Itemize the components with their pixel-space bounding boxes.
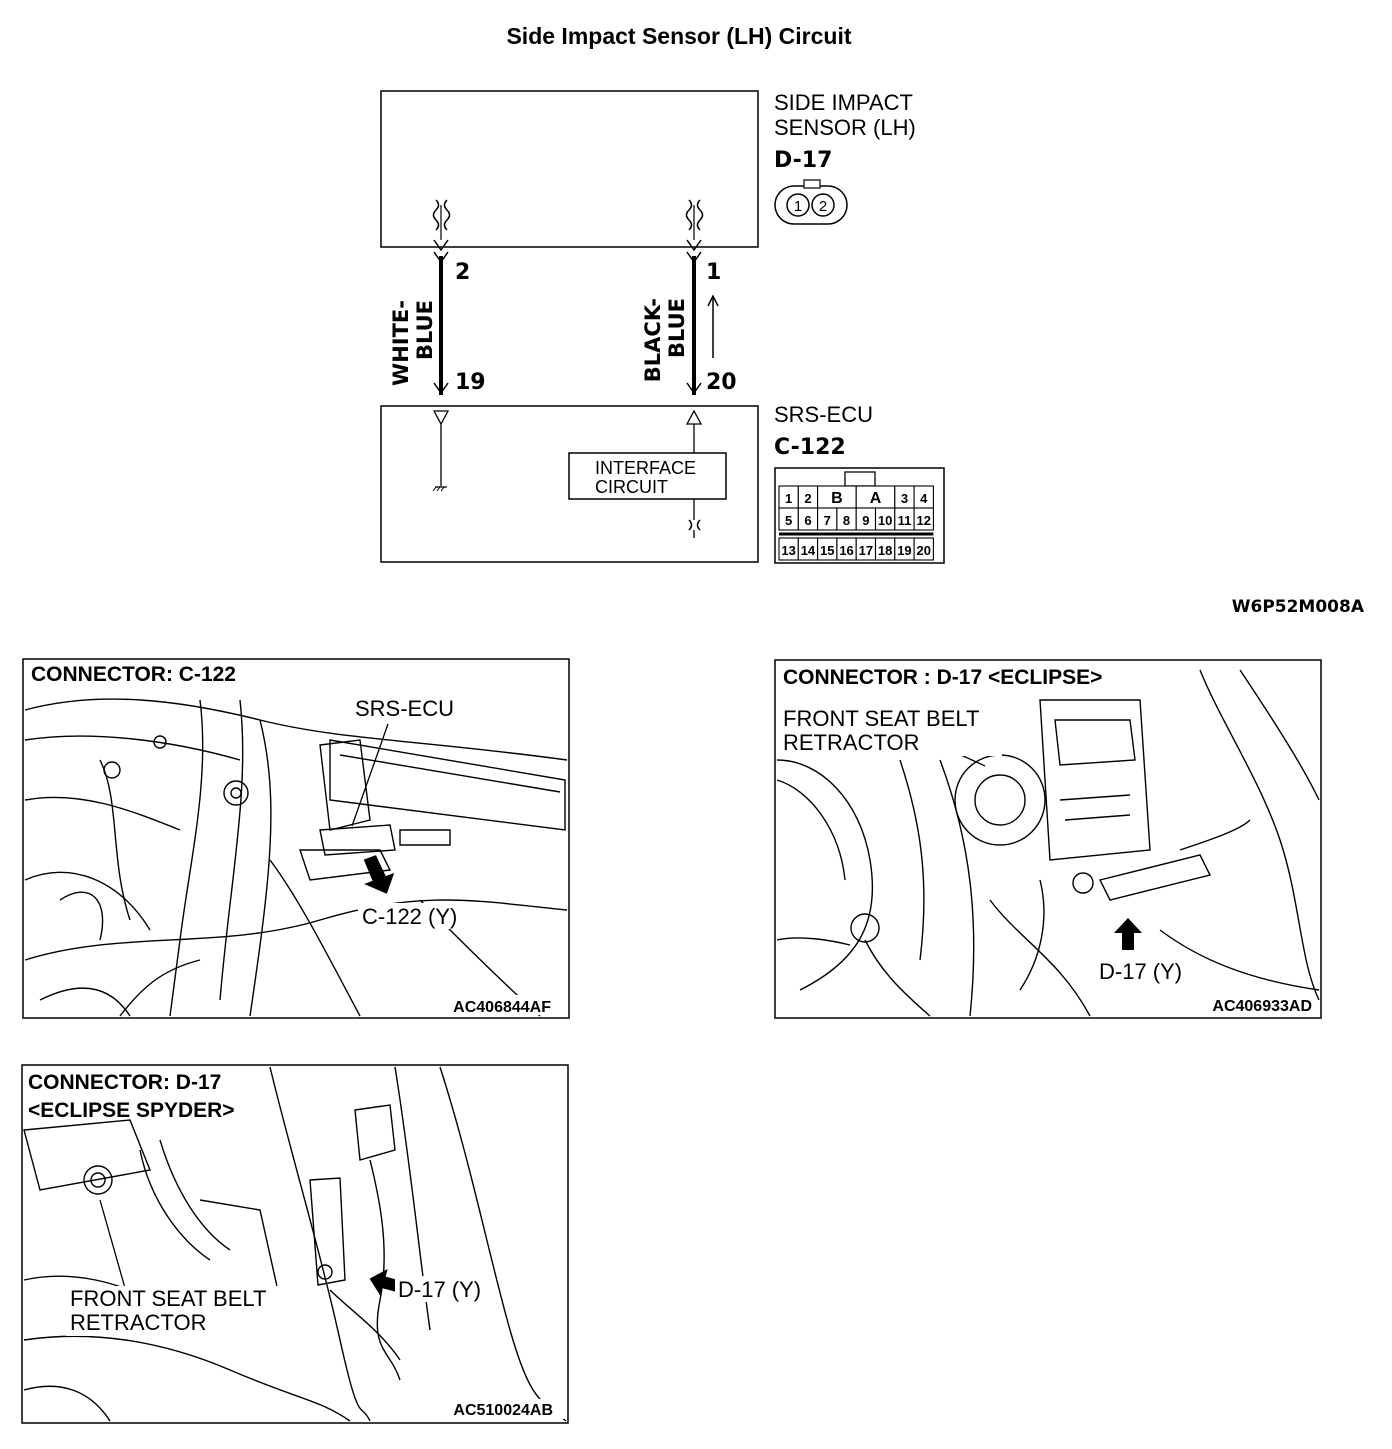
- ecu-pin-r3-6: 19: [897, 543, 911, 558]
- wire-color-black: BLACK-: [641, 298, 665, 382]
- sensor-pin-1: 1: [794, 198, 802, 215]
- ecu-pin-r1-2: B: [831, 490, 843, 507]
- ecu-connector-id: C-122: [774, 435, 846, 460]
- ecu-pin-r3-3: 16: [839, 543, 853, 558]
- ecu-pin-r1-4: 3: [901, 491, 908, 506]
- ecu-pin-r3-1: 14: [801, 543, 816, 558]
- ecu-pin-r2-7-cell: [913, 507, 934, 531]
- arrow-icon: [1114, 918, 1142, 950]
- interface-line1: INTERFACE: [595, 458, 696, 478]
- photo-panel-c122: CONNECTOR: C-122 SRS-ECU C-122 (Y) AC406…: [22, 658, 570, 1019]
- ecu-pin-r2-3: 8: [843, 513, 850, 528]
- srs-ecu: INTERFACE CIRCUIT SRS-ECU C-122: [380, 402, 873, 563]
- ecu-box: [380, 405, 759, 563]
- ecu-name: SRS-ECU: [774, 402, 873, 427]
- diagram-code: W6P52M008A: [1232, 597, 1365, 617]
- ecu-pin-r1-5: 4: [920, 491, 928, 506]
- sensor-connector-face: 1 2: [774, 179, 848, 225]
- ecu-pin-r1-0: 1: [785, 491, 792, 506]
- panel3-label-retractor-line2: RETRACTOR: [70, 1310, 207, 1335]
- side-impact-sensor: SIDE IMPACT SENSOR (LH) D-17 1 2: [380, 90, 916, 248]
- wire-color-blue-2: BLUE: [665, 298, 689, 358]
- panel3-code: AC510024AB: [453, 1402, 553, 1419]
- ecu-pin-r2-2: 7: [824, 513, 831, 528]
- photo-panel-d17-eclipse: CONNECTOR : D-17 <ECLIPSE> FRONT SEAT BE…: [774, 659, 1322, 1019]
- ecu-pin-r3-2: 15: [820, 543, 834, 558]
- ecu-pin-r2-0: 5: [785, 513, 792, 528]
- photo-panel-d17-spyder: CONNECTOR: D-17 <ECLIPSE SPYDER> FRONT S…: [21, 1064, 569, 1424]
- ecu-pin-r3-4: 17: [859, 543, 873, 558]
- panel2-label-retractor-line1: FRONT SEAT BELT: [783, 706, 979, 731]
- sensor-wire-pin-1: 1: [706, 260, 721, 285]
- sensor-box: [380, 90, 759, 248]
- panel1-label-c122: C-122 (Y): [362, 904, 457, 929]
- ecu-pin-r3-7: 20: [917, 543, 931, 558]
- ecu-pin-r1-1: 2: [804, 491, 811, 506]
- panel2-code: AC406933AD: [1212, 998, 1312, 1015]
- wire-color-blue-1: BLUE: [413, 300, 437, 360]
- ecu-wire-pin-19: 19: [455, 370, 486, 395]
- panel1-code: AC406844AF: [453, 999, 551, 1016]
- ecu-pin-r2-1: 6: [804, 513, 811, 528]
- panel1-label-srs-ecu: SRS-ECU: [355, 696, 454, 721]
- panel3-label-retractor-line1: FRONT SEAT BELT: [70, 1286, 266, 1311]
- panel2-heading: CONNECTOR : D-17 <ECLIPSE>: [783, 666, 1102, 689]
- wire-white-blue: 2 19 WHITE- BLUE: [389, 199, 486, 395]
- sensor-pin-2: 2: [819, 198, 827, 215]
- ecu-pin-r2-6: 11: [898, 513, 912, 528]
- wire-color-white: WHITE-: [389, 300, 413, 386]
- sensor-connector-id: D-17: [774, 148, 832, 173]
- interface-line2: CIRCUIT: [595, 477, 668, 497]
- panel3-label-d17: D-17 (Y): [398, 1277, 481, 1302]
- wire-black-blue: 1 20 BLACK- BLUE: [641, 199, 737, 395]
- ecu-pin-r3-5: 18: [878, 543, 892, 558]
- page-title: Side Impact Sensor (LH) Circuit: [506, 23, 851, 49]
- arrow-icon: [369, 1268, 403, 1297]
- panel3-heading-line1: CONNECTOR: D-17: [28, 1071, 221, 1094]
- sensor-name-line1: SIDE IMPACT: [774, 90, 913, 115]
- ecu-wire-pin-20: 20: [706, 370, 737, 395]
- ecu-pin-r3-7-cell: [913, 537, 934, 561]
- ecu-pin-r1-3: A: [870, 490, 882, 507]
- panel2-label-d17: D-17 (Y): [1099, 959, 1182, 984]
- interface-circuit-box: [568, 452, 727, 500]
- sensor-wire-pin-2: 2: [455, 260, 470, 285]
- ecu-pin-r2-4: 9: [862, 513, 869, 528]
- sensor-name-line2: SENSOR (LH): [774, 115, 916, 140]
- ecu-pin-r2-7: 12: [917, 513, 931, 528]
- panel2-label-retractor-line2: RETRACTOR: [783, 730, 920, 755]
- panel3-heading-line2: <ECLIPSE SPYDER>: [28, 1099, 235, 1122]
- seat-belt-retractor-illustration: [776, 669, 1320, 1017]
- ecu-pin-r3-0: 13: [781, 543, 795, 558]
- arrow-icon: [363, 855, 395, 894]
- ecu-pin-r2-5: 10: [878, 513, 892, 528]
- panel1-heading: CONNECTOR: C-122: [31, 663, 236, 686]
